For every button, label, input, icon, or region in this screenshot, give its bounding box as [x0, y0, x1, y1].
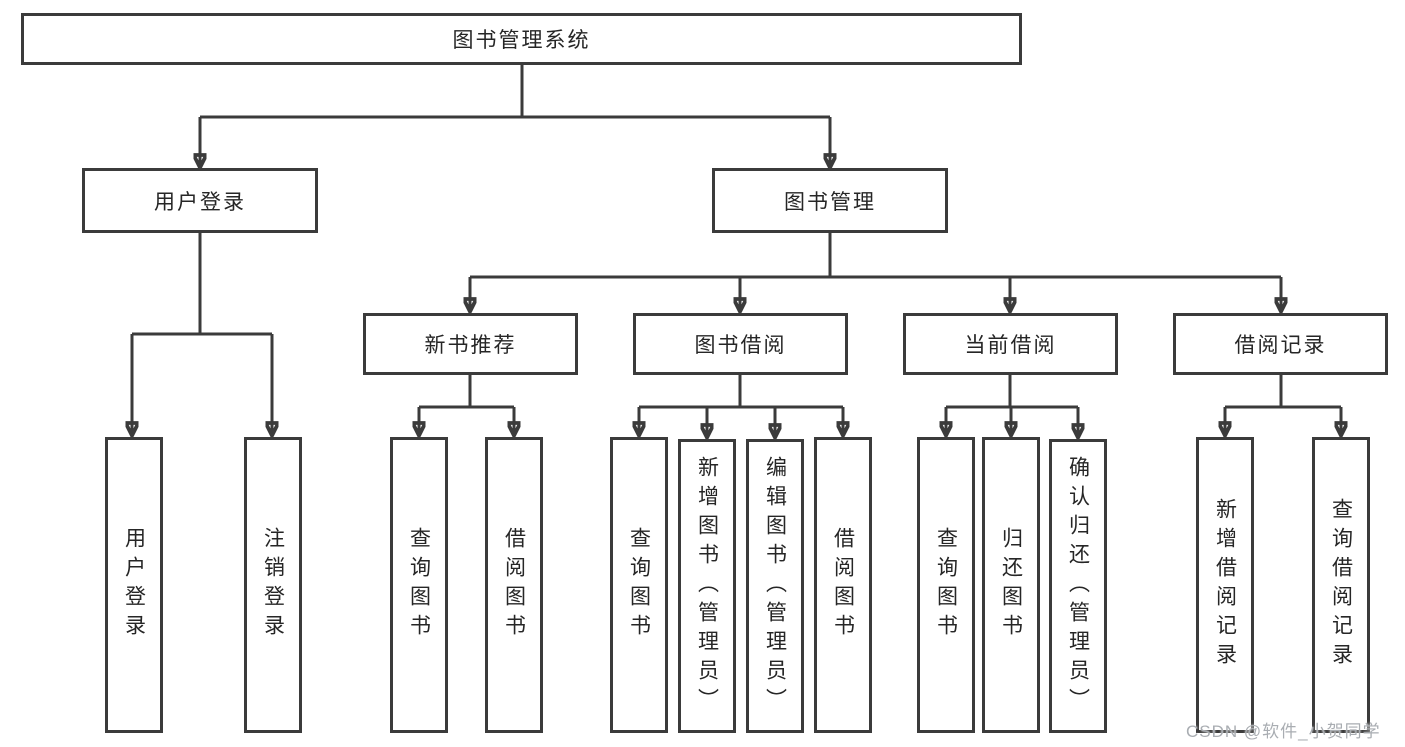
node-user-login-label: 用户登录	[154, 190, 246, 214]
node-book-management: 图书管理	[712, 168, 948, 233]
node-current-borrowing-label: 当前借阅	[964, 334, 1057, 357]
node-user-login-action: 用户登录	[105, 437, 163, 733]
node-edit-books-admin-label: 编辑图书（管理员）	[763, 455, 787, 717]
node-query-books-recommend-label: 查询图书	[407, 527, 431, 643]
node-add-books-admin: 新增图书（管理员）	[678, 439, 736, 733]
node-library-system: 图书管理系统	[21, 13, 1022, 65]
node-edit-books-admin: 编辑图书（管理员）	[746, 439, 804, 733]
node-query-borrow-record-label: 查询借阅记录	[1329, 498, 1353, 672]
node-add-borrow-record-label: 新增借阅记录	[1213, 498, 1237, 672]
node-borrow-books-recommend: 借阅图书	[485, 437, 543, 733]
node-logout-label: 注销登录	[261, 527, 285, 643]
node-book-management-label: 图书管理	[784, 190, 876, 214]
node-book-borrowing-label: 图书借阅	[694, 334, 787, 357]
node-book-borrowing: 图书借阅	[633, 313, 848, 375]
node-user-login: 用户登录	[82, 168, 318, 233]
node-confirm-return-admin-label: 确认归还（管理员）	[1066, 455, 1090, 717]
node-logout: 注销登录	[244, 437, 302, 733]
node-add-borrow-record: 新增借阅记录	[1196, 437, 1254, 733]
node-return-books-label: 归还图书	[999, 527, 1023, 643]
node-library-system-label: 图书管理系统	[452, 29, 591, 52]
node-query-books-current: 查询图书	[917, 437, 975, 733]
node-current-borrowing: 当前借阅	[903, 313, 1118, 375]
node-confirm-return-admin: 确认归还（管理员）	[1049, 439, 1107, 733]
node-borrowing-records-label: 借阅记录	[1234, 334, 1327, 357]
csdn-watermark: CSDN @软件_小贺同学	[1186, 722, 1381, 741]
node-return-books: 归还图书	[982, 437, 1040, 733]
node-borrow-books-action-label: 借阅图书	[831, 527, 855, 643]
node-borrow-books-recommend-label: 借阅图书	[502, 527, 526, 643]
node-new-book-recommendation: 新书推荐	[363, 313, 578, 375]
node-user-login-action-label: 用户登录	[122, 527, 146, 643]
node-query-books-borrowing-label: 查询图书	[627, 527, 651, 643]
node-query-books-borrowing: 查询图书	[610, 437, 668, 733]
node-query-borrow-record: 查询借阅记录	[1312, 437, 1370, 733]
node-new-book-recommendation-label: 新书推荐	[424, 334, 517, 357]
node-add-books-admin-label: 新增图书（管理员）	[695, 455, 719, 717]
node-query-books-current-label: 查询图书	[934, 527, 958, 643]
node-borrow-books-action: 借阅图书	[814, 437, 872, 733]
node-borrowing-records: 借阅记录	[1173, 313, 1388, 375]
node-query-books-recommend: 查询图书	[390, 437, 448, 733]
